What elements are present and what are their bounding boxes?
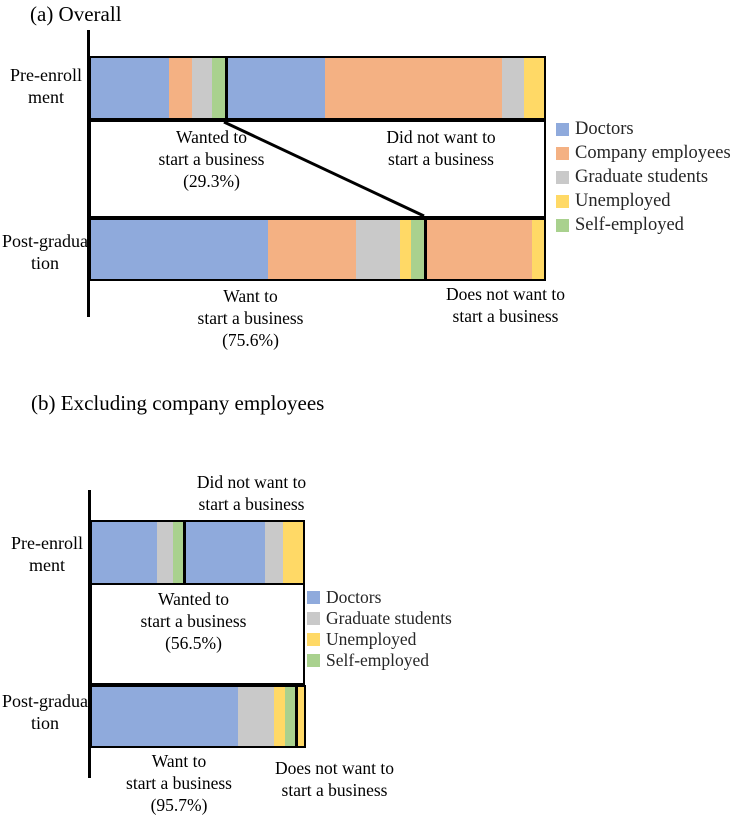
bar-group — [186, 522, 303, 583]
bar-group — [92, 522, 184, 583]
chart-a-title: (a) Overall — [30, 2, 122, 26]
legend-label: Unemployed — [575, 190, 671, 211]
segment-unemployed — [298, 687, 304, 746]
chart-b-does-not-want-label: Does not want to start a business — [274, 758, 395, 800]
chart-a-row-label-post-graduation: Post-gradua tion — [2, 231, 88, 273]
segment-doctors — [92, 522, 158, 583]
segment-unemployed — [399, 220, 411, 279]
chart-b-split-label-box: Wanted to start a business (56.5%) — [90, 583, 305, 685]
bar-group — [228, 58, 545, 118]
chart-b-wanted-label: Wanted to start a business (56.5%) — [140, 589, 247, 653]
legend-swatch-graduate-students — [556, 170, 569, 184]
legend-entry-doctors: Doctors — [307, 587, 452, 608]
segment-doctors — [92, 687, 238, 746]
segment-graduate-students — [265, 522, 284, 583]
legend-label: Unemployed — [326, 629, 417, 649]
group-divider — [423, 220, 427, 279]
chart-a-split-label-box: Wanted to start a business (29.3%) Did n… — [89, 120, 546, 218]
group-divider — [225, 58, 229, 118]
legend-entry-doctors: Doctors — [556, 117, 731, 141]
chart-b-did-not-want-label: Did not want to start a business — [196, 472, 307, 514]
segment-graduate-students — [237, 687, 275, 746]
segment-unemployed — [274, 687, 286, 746]
segment-doctors — [91, 58, 169, 118]
chart-b-y-axis — [88, 490, 91, 778]
legend-label: Self-employed — [326, 650, 430, 670]
segment-self-employed — [410, 220, 424, 279]
segment-company-employees — [168, 58, 192, 118]
legend-label: Doctors — [326, 587, 382, 607]
segment-graduate-students — [356, 220, 400, 279]
chart-a-y-axis — [87, 30, 90, 317]
segment-graduate-students — [501, 58, 525, 118]
legend-label: Self-employed — [575, 214, 684, 235]
legend-label: Graduate students — [575, 166, 709, 187]
segment-company-employees — [267, 220, 357, 279]
bar-group — [91, 58, 226, 118]
segment-unemployed — [524, 58, 545, 118]
legend-swatch-graduate-students — [307, 612, 320, 625]
segment-doctors — [228, 58, 325, 118]
chart-a-post-graduation-bar — [89, 218, 546, 281]
bar-group — [91, 220, 424, 279]
chart-a-pre-enrollment-bar — [89, 56, 546, 120]
segment-self-employed — [285, 687, 296, 746]
legend-entry-unemployed: Unemployed — [556, 189, 731, 213]
chart-b-post-graduation-bar — [90, 685, 306, 748]
legend-swatch-self-employed — [556, 218, 569, 232]
legend-entry-self-employed: Self-employed — [307, 650, 452, 671]
chart-a-did-not-want-label: Did not want to start a business — [386, 127, 496, 169]
segment-self-employed — [173, 522, 184, 583]
bar-group — [92, 687, 296, 746]
segment-graduate-students — [191, 58, 212, 118]
segment-company-employees — [324, 58, 502, 118]
legend-label: Graduate students — [326, 608, 452, 628]
chart-a-wanted-label: Wanted to start a business (29.3%) — [158, 127, 265, 191]
legend-entry-unemployed: Unemployed — [307, 629, 452, 650]
legend-entry-self-employed: Self-employed — [556, 213, 731, 237]
bar-group — [426, 220, 544, 279]
legend-swatch-self-employed — [307, 654, 320, 667]
segment-self-employed — [212, 58, 226, 118]
chart-a-want-label: Want to start a business (75.6%) — [197, 286, 304, 350]
chart-b-want-label: Want to start a business (95.7%) — [126, 751, 232, 815]
legend-swatch-unemployed — [307, 633, 320, 646]
legend-swatch-doctors — [307, 591, 320, 604]
legend-swatch-company-employees — [556, 146, 569, 160]
legend-swatch-doctors — [556, 122, 569, 136]
group-divider — [295, 687, 299, 746]
segment-unemployed — [532, 220, 544, 279]
legend-entry-company-employees: Company employees — [556, 141, 731, 165]
legend-entry-graduate-students: Graduate students — [307, 608, 452, 629]
legend-label: Company employees — [575, 142, 731, 163]
chart-b-pre-enrollment-bar — [90, 520, 305, 585]
legend-entry-graduate-students: Graduate students — [556, 165, 731, 189]
chart-a-does-not-want-label: Does not want to start a business — [445, 284, 566, 326]
segment-graduate-students — [157, 522, 174, 583]
chart-a-row-label-pre-enrollment: Pre-enroll ment — [10, 65, 82, 107]
segment-company-employees — [426, 220, 533, 279]
legend-label: Doctors — [575, 118, 634, 139]
legend-swatch-unemployed — [556, 194, 569, 208]
segment-doctors — [186, 522, 266, 583]
chart-b-row-label-post-graduation: Post-gradua tion — [2, 691, 88, 733]
group-divider — [183, 522, 187, 583]
chart-b-title: (b) Excluding company employees — [31, 391, 325, 415]
chart-b-row-label-pre-enrollment: Pre-enroll ment — [11, 533, 83, 575]
segment-doctors — [91, 220, 268, 279]
segment-unemployed — [283, 522, 303, 583]
bar-group — [298, 687, 304, 746]
